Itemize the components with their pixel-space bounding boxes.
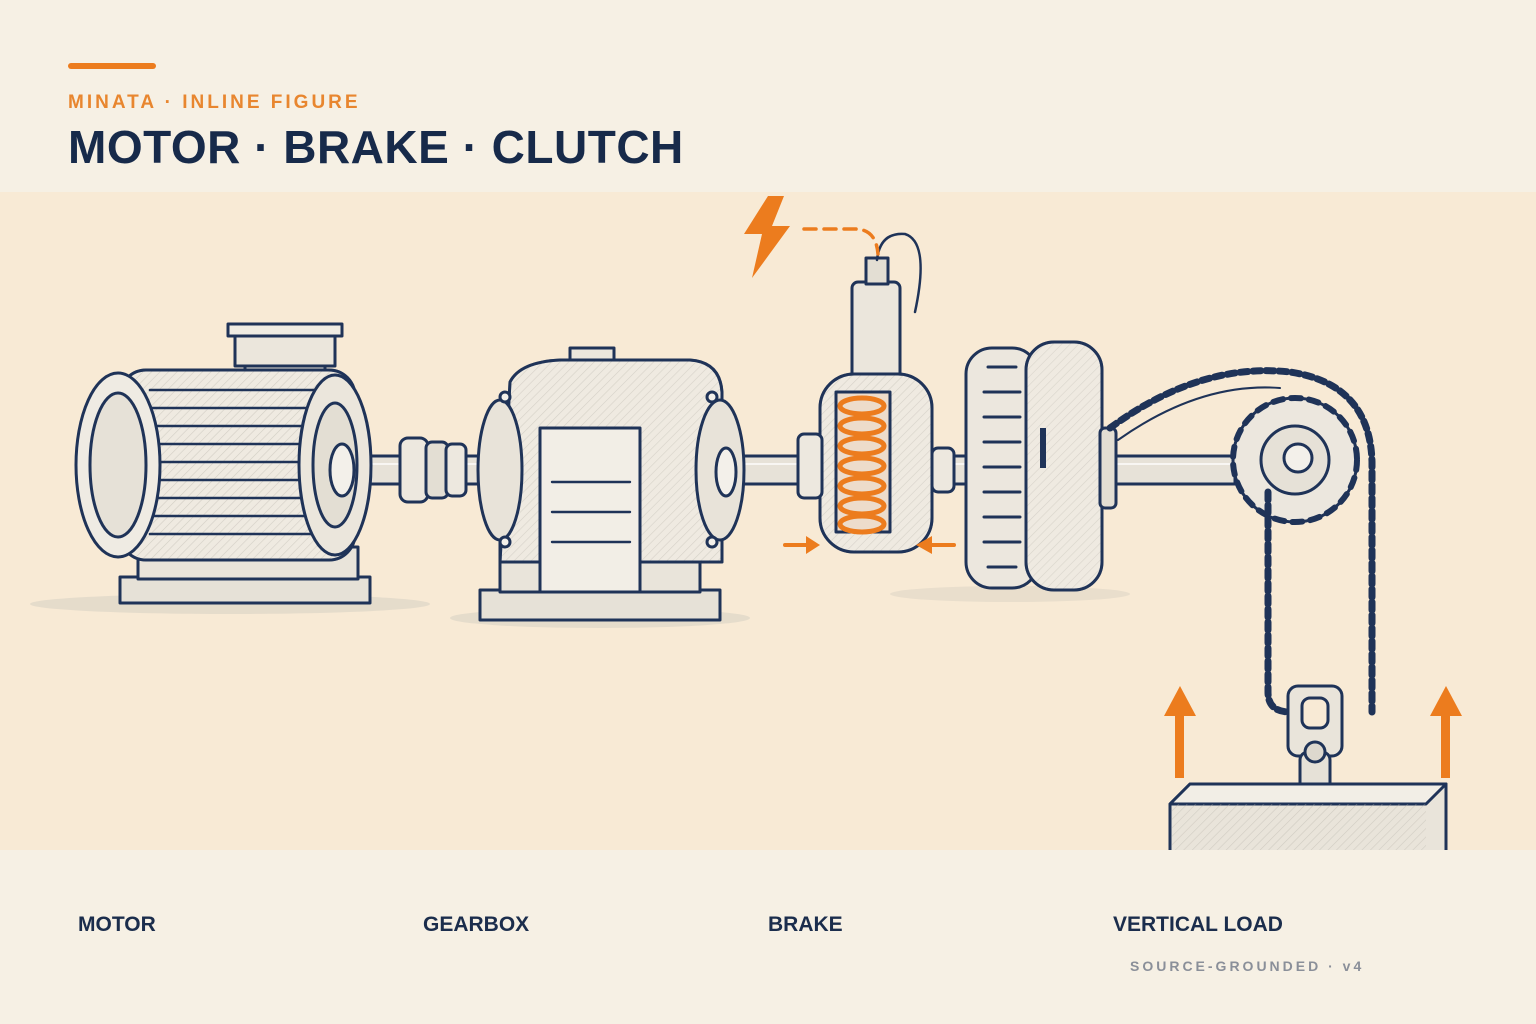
caption-brake: BRAKE <box>768 913 843 936</box>
brake-unit <box>796 232 956 554</box>
source-note: SOURCE-GROUNDED · v4 <box>1130 958 1365 974</box>
gearbox-unit <box>476 346 746 622</box>
page-title: MOTOR · BRAKE · CLUTCH <box>68 121 684 173</box>
arrow-left-icon <box>916 536 956 554</box>
signal-line <box>802 227 880 256</box>
figure-panel <box>0 192 1536 850</box>
drivetrain-diagram <box>30 196 1462 850</box>
arrow-up-icon <box>1164 686 1196 778</box>
eyebrow-label: MINATA · INLINE FIGURE <box>68 92 361 113</box>
arrow-up-icon <box>1430 686 1462 778</box>
coupling <box>398 436 468 504</box>
lightning-icon <box>744 196 790 278</box>
accent-bar <box>68 63 156 69</box>
load-hook <box>1286 684 1344 794</box>
arrow-right-icon <box>783 536 820 554</box>
caption-motor: MOTOR <box>78 913 156 936</box>
vertical-load-block <box>1168 782 1448 850</box>
motor-unit <box>74 322 373 605</box>
brake-spring <box>837 395 887 535</box>
clutch-unit <box>964 340 1118 592</box>
chain <box>1106 367 1376 716</box>
sprocket <box>1230 395 1360 525</box>
caption-vertical-load: VERTICAL LOAD <box>1113 913 1283 936</box>
caption-gearbox: GEARBOX <box>423 913 530 936</box>
